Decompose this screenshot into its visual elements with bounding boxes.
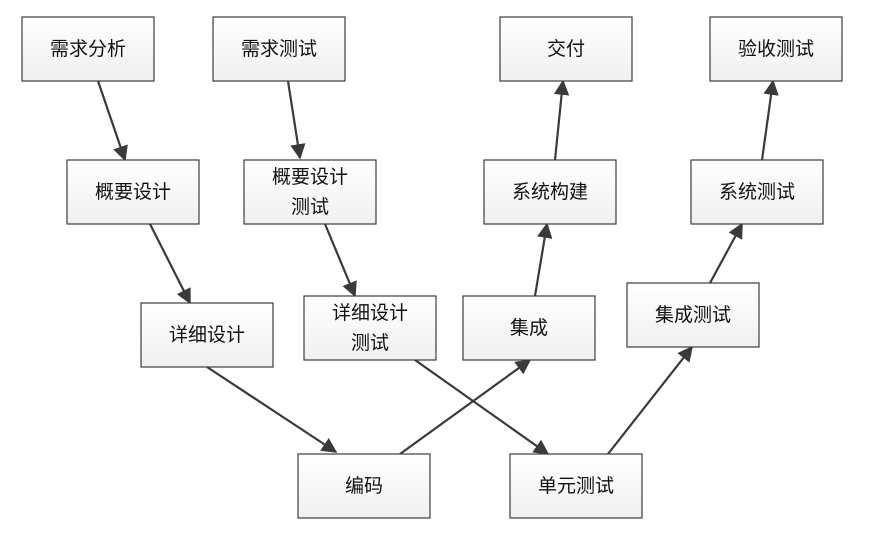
node-label-delivery: 交付 <box>547 38 585 60</box>
node-integration-test: 集成测试 <box>626 282 760 348</box>
edge-req-analysis-to-overview-design <box>96 80 128 162</box>
node-box-integration-test <box>626 282 760 348</box>
node-box-detail-design <box>140 302 274 368</box>
node-overview-design: 概要设计 <box>66 159 200 225</box>
node-box-overview-design-test <box>243 159 377 225</box>
node-coding: 编码 <box>297 453 431 519</box>
node-label-integration-test: 集成测试 <box>655 304 731 326</box>
edge-system-test-to-acceptance-test <box>760 79 779 161</box>
nodes-layer: 需求分析需求测试交付验收测试概要设计概要设计测试系统构建系统测试详细设计详细设计… <box>21 16 843 519</box>
node-label-system-test: 系统测试 <box>719 181 795 203</box>
node-detail-design: 详细设计 <box>140 302 274 368</box>
node-req-analysis: 需求分析 <box>21 16 155 82</box>
node-delivery: 交付 <box>499 16 633 82</box>
edge-unit-test-to-integration-test <box>607 345 693 455</box>
edge-detail-design-to-coding <box>206 366 338 453</box>
edge-integration-test-to-system-test <box>709 222 743 284</box>
node-acceptance-test: 验收测试 <box>709 16 843 82</box>
node-label-overview-design: 概要设计 <box>95 181 171 203</box>
edge-overview-design-to-detail-design <box>149 223 191 305</box>
edge-coding-to-integration <box>399 359 532 455</box>
node-box-coding <box>297 453 431 519</box>
node-label-coding: 编码 <box>345 475 383 497</box>
node-label-overview-design-test: 测试 <box>291 196 329 218</box>
node-box-detail-design-test <box>303 295 437 361</box>
node-system-test: 系统测试 <box>690 159 824 225</box>
node-label-overview-design-test: 概要设计 <box>272 166 348 188</box>
edge-overview-design-test-to-detail-design-test <box>323 223 357 298</box>
node-box-unit-test <box>509 453 643 519</box>
node-system-build: 系统构建 <box>483 159 617 225</box>
edge-integration-to-system-build <box>533 222 553 297</box>
node-box-req-test <box>212 16 346 82</box>
edge-detail-design-test-to-unit-test <box>414 359 550 455</box>
node-integration: 集成 <box>462 295 596 361</box>
node-req-test: 需求测试 <box>212 16 346 82</box>
edges-layer <box>96 79 779 455</box>
node-box-system-test <box>690 159 824 225</box>
node-box-req-analysis <box>21 16 155 82</box>
node-label-detail-design-test: 详细设计 <box>332 302 408 324</box>
edge-system-build-to-delivery <box>553 79 570 161</box>
node-box-integration <box>462 295 596 361</box>
node-box-delivery <box>499 16 633 82</box>
node-box-overview-design <box>66 159 200 225</box>
node-unit-test: 单元测试 <box>509 453 643 519</box>
node-label-req-test: 需求测试 <box>241 38 317 60</box>
node-label-detail-design: 详细设计 <box>169 324 245 346</box>
node-label-acceptance-test: 验收测试 <box>738 38 814 60</box>
node-box-acceptance-test <box>709 16 843 82</box>
node-label-system-build: 系统构建 <box>512 181 588 203</box>
node-box-system-build <box>483 159 617 225</box>
node-label-req-analysis: 需求分析 <box>50 38 126 60</box>
edge-req-test-to-overview-design-test <box>286 80 306 160</box>
node-label-integration: 集成 <box>510 317 548 339</box>
node-label-detail-design-test: 测试 <box>351 332 389 354</box>
node-label-unit-test: 单元测试 <box>538 475 614 497</box>
